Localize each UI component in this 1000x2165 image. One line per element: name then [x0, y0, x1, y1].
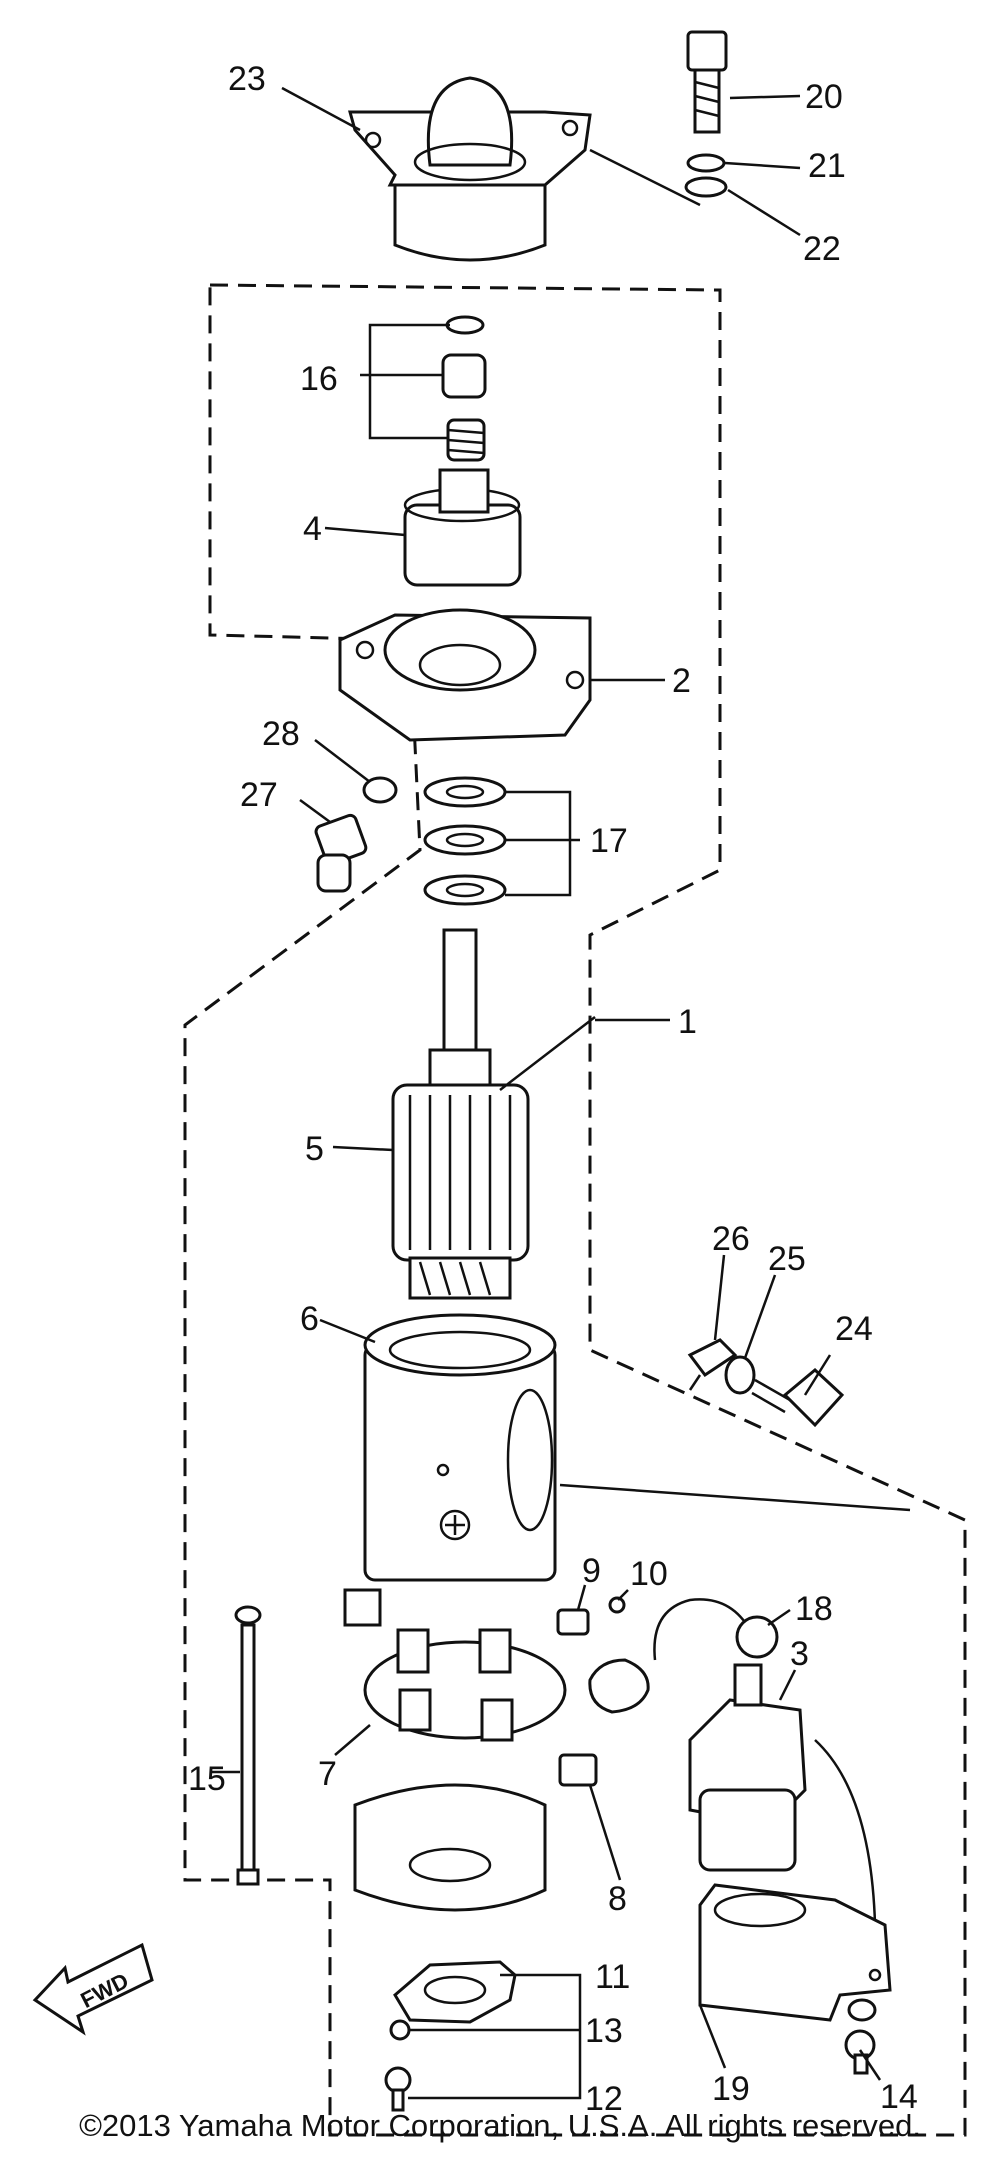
label-12: 12 — [585, 2080, 623, 2118]
thrust-washer-3-part — [423, 874, 507, 906]
label-1: 1 — [678, 1003, 697, 1041]
label-9: 9 — [582, 1552, 601, 1590]
solenoid-bracket-part — [698, 1883, 892, 2022]
label-16: 16 — [300, 360, 338, 398]
spring-part — [446, 418, 486, 462]
terminal-10-part — [608, 1596, 626, 1614]
lock-washer-part — [686, 153, 726, 173]
through-screw-part — [314, 813, 368, 893]
plate-11-part — [393, 1960, 517, 2024]
solenoid-switch-part — [688, 1663, 877, 1971]
washer-25-part — [724, 1355, 756, 1395]
rear-end-cover-part — [353, 1783, 547, 1912]
label-4: 4 — [303, 510, 322, 548]
label-14: 14 — [880, 2078, 918, 2116]
top-cover-part — [348, 76, 592, 262]
copyright-notice: ©2013 Yamaha Motor Corporation, U.S.A. A… — [79, 2108, 921, 2143]
label-23: 23 — [228, 60, 266, 98]
terminal-26-part — [687, 1338, 738, 1391]
label-8: 8 — [608, 1880, 627, 1918]
label-11: 11 — [595, 1958, 630, 1996]
yoke-housing-part — [343, 1313, 557, 1627]
label-10: 10 — [630, 1555, 668, 1593]
label-24: 24 — [835, 1310, 873, 1348]
clip-part — [445, 315, 485, 335]
screw-12-part — [384, 2066, 412, 2112]
washer-13-part — [389, 2019, 411, 2041]
label-21: 21 — [808, 147, 846, 185]
brush-9-part — [556, 1608, 590, 1636]
long-bolt-part — [234, 1605, 262, 1886]
flat-washer-part — [684, 176, 728, 198]
label-19: 19 — [712, 2070, 750, 2108]
collar-part — [441, 353, 487, 399]
label-28: 28 — [262, 715, 300, 753]
screw-14-part — [844, 2029, 876, 2075]
label-2: 2 — [672, 662, 691, 700]
armature-part — [391, 928, 530, 1300]
brush-8-part — [558, 1753, 598, 1787]
leader-lines — [212, 86, 911, 2100]
label-6: 6 — [300, 1300, 319, 1338]
fwd-arrow-icon: FWD — [32, 1942, 154, 2036]
label-22: 22 — [803, 230, 841, 268]
label-15: 15 — [188, 1760, 226, 1798]
drive-pinion-part — [403, 468, 522, 587]
label-5: 5 — [305, 1130, 324, 1168]
wire-lead-part — [588, 1598, 779, 1714]
label-20: 20 — [805, 78, 843, 116]
label-13: 13 — [585, 2012, 623, 2050]
label-17: 17 — [590, 822, 628, 860]
screw-washer-part — [362, 776, 398, 804]
wire-terminal-part — [847, 1998, 877, 2022]
bolt-24-part — [751, 1368, 845, 1428]
end-bracket-part — [338, 608, 592, 742]
label-25: 25 — [768, 1240, 806, 1278]
label-7: 7 — [318, 1755, 337, 1793]
bolt-part — [686, 30, 728, 134]
label-3: 3 — [790, 1635, 809, 1673]
label-26: 26 — [712, 1220, 750, 1258]
thrust-washer-2-part — [423, 824, 507, 856]
brush-holder-part — [363, 1628, 567, 1742]
label-18: 18 — [795, 1590, 833, 1628]
thrust-washer-1-part — [423, 776, 507, 808]
label-27: 27 — [240, 776, 278, 814]
assembly-outline — [183, 283, 967, 2137]
